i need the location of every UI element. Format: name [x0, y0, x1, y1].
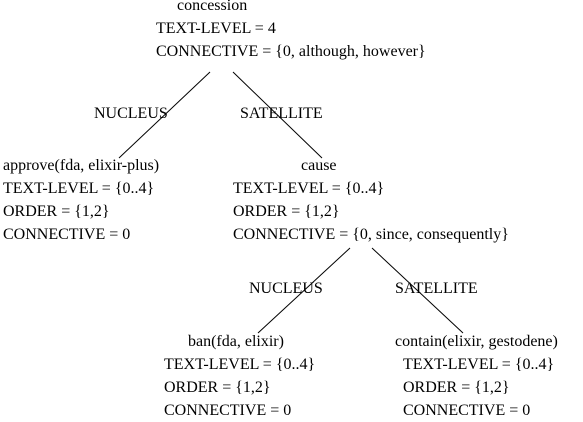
- edge-cause-satellite: [371, 247, 464, 334]
- cause-nucleus-edge-label: NUCLEUS: [249, 280, 323, 297]
- cause-text-level: TEXT-LEVEL = {0..4}: [233, 180, 385, 197]
- contain-text-level: TEXT-LEVEL = {0..4}: [403, 356, 555, 373]
- root-satellite-edge-label: SATELLITE: [240, 105, 323, 122]
- edge-root-satellite: [232, 71, 323, 159]
- root-text-level: TEXT-LEVEL = 4: [156, 20, 276, 37]
- nucleus-connective: CONNECTIVE = 0: [3, 226, 131, 243]
- ban-connective: CONNECTIVE = 0: [164, 402, 292, 419]
- nucleus-text-level: TEXT-LEVEL = {0..4}: [3, 180, 155, 197]
- root-relation: concession: [177, 0, 248, 14]
- ban-order: ORDER = {1,2}: [164, 379, 271, 396]
- contain-connective: CONNECTIVE = 0: [403, 402, 531, 419]
- nucleus-label: approve(fda, elixir-plus): [3, 157, 160, 174]
- cause-satellite-edge-label: SATELLITE: [395, 280, 478, 297]
- cause-order: ORDER = {1,2}: [233, 203, 340, 220]
- contain-label: contain(elixir, gestodene): [395, 333, 558, 350]
- cause-relation: cause: [301, 157, 337, 174]
- ban-text-level: TEXT-LEVEL = {0..4}: [164, 356, 316, 373]
- root-connective: CONNECTIVE = {0, although, however}: [156, 43, 426, 60]
- nucleus-order: ORDER = {1,2}: [3, 203, 110, 220]
- ban-label: ban(fda, elixir): [188, 333, 284, 350]
- root-nucleus-edge-label: NUCLEUS: [94, 105, 168, 122]
- edge-root-nucleus: [118, 71, 211, 159]
- contain-order: ORDER = {1,2}: [403, 379, 510, 396]
- cause-connective: CONNECTIVE = {0, since, consequently}: [233, 226, 509, 243]
- edge-cause-nucleus: [257, 247, 351, 334]
